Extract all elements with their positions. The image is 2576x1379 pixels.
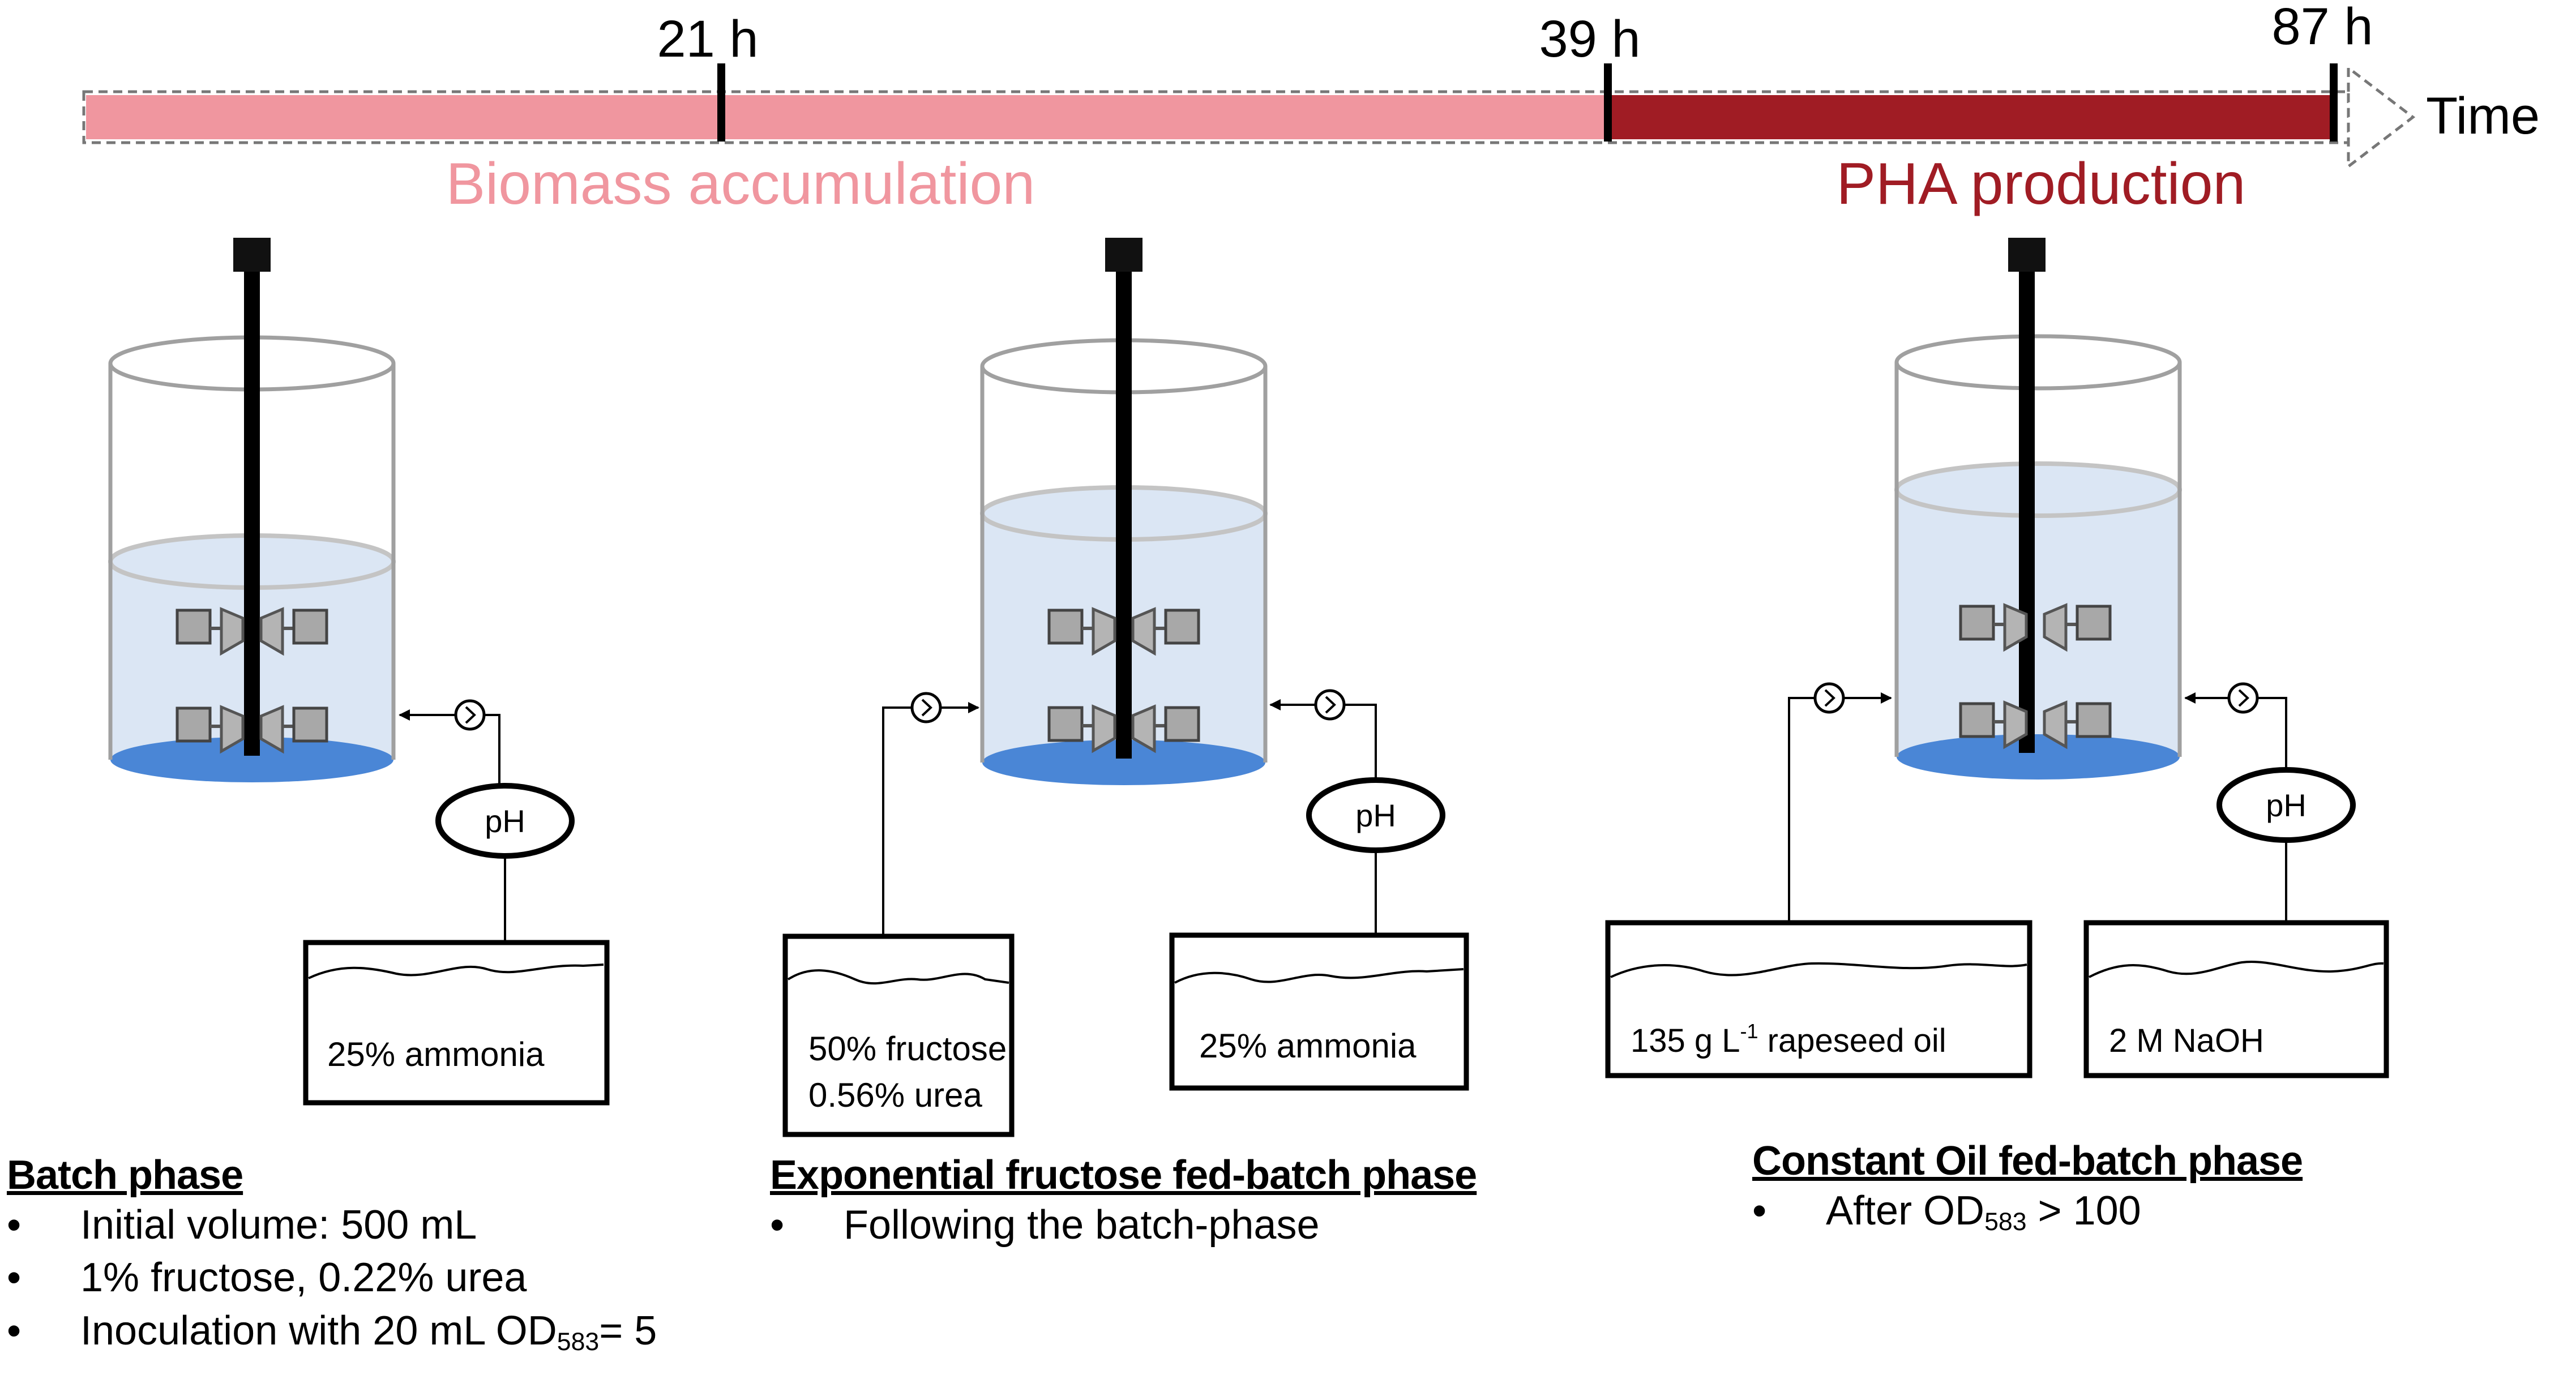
bullet-item: Initial volume: 500 mL: [7, 1199, 771, 1252]
feed-tank-oil-level: [1610, 962, 2027, 978]
fructose-pump-symbol: [921, 699, 932, 717]
bullet-item: Following the batch-phase: [770, 1199, 1676, 1252]
stage-label-pha: PHA production: [1837, 151, 2246, 217]
ph-label: pH: [2266, 787, 2307, 823]
stirrer-shaft: [2019, 272, 2035, 753]
stirrer-shaft: [1116, 272, 1132, 759]
feed-tank-fructose-urea: [782, 933, 1015, 1137]
ph-line: [2258, 697, 2287, 776]
stirrer-motor: [233, 238, 271, 272]
timeline-biomass-bar: [86, 95, 1604, 139]
oil-pump-icon: [1813, 682, 1845, 714]
feed-tank-naoh-label: 2 M NaOH: [2109, 1022, 2264, 1059]
ph-pump-icon: [1314, 689, 1346, 721]
feed-tank-urea-label: 0.56% urea: [808, 1076, 983, 1114]
ph-label: pH: [1355, 798, 1396, 833]
oil-pump-symbol: [1824, 689, 1835, 707]
reactor-oil: pH 135 g L-1 rapeseed oil 2 M NaOH: [1605, 238, 2389, 1078]
subscript: 583: [1984, 1207, 2027, 1236]
feed-tank-oil: [1605, 920, 2032, 1078]
timeline-pha-bar: [1611, 95, 2330, 139]
phase-bullets: After OD583 > 100: [1752, 1185, 2545, 1238]
feed-tank-ammonia-label: 25% ammonia: [1199, 1027, 1417, 1065]
stage-label-biomass: Biomass accumulation: [446, 151, 1035, 217]
feed-tank-ammonia-level: [1174, 968, 1464, 984]
fructose-feed-line: [882, 706, 912, 936]
reactor-exponential: pH 50% fructose 0.56% urea 25% ammonia: [782, 238, 1469, 1137]
phase-title: Batch phase: [7, 1153, 243, 1198]
marker-label-39h: 39 h: [1539, 10, 1640, 68]
unit-exponent: -1: [1740, 1020, 1758, 1043]
timeline-arrow-head: [2347, 65, 2416, 170]
phase-bullets: Following the batch-phase: [770, 1199, 1676, 1252]
phase-title: Exponential fructose fed-batch phase: [770, 1153, 1477, 1198]
bullet-item: Inoculation with 20 mL OD583= 5: [7, 1305, 771, 1358]
ph-pump-symbol: [1325, 696, 1336, 714]
reactor-batch: pH 25% ammonia: [108, 238, 610, 1106]
phase-oil: Constant Oil fed-batch phase After OD583…: [1752, 1138, 2545, 1237]
oil-feed-line: [1788, 697, 1815, 923]
stirrer-motor: [1105, 238, 1142, 272]
vessel-bottom-fluid: [982, 740, 1265, 785]
phase-title: Constant Oil fed-batch phase: [1752, 1138, 2303, 1184]
feed-tank-fructose-level: [787, 969, 1009, 985]
vessel-liquid: [1897, 464, 2180, 776]
feed-tank-ammonia-label: 25% ammonia: [327, 1035, 545, 1073]
fructose-pump-icon: [910, 692, 942, 723]
vessel-bottom-fluid: [110, 737, 393, 782]
ph-label: pH: [485, 803, 525, 839]
vessel-rim: [1894, 334, 2182, 391]
subscript: 583: [557, 1327, 600, 1356]
feed-tank-fructose-label: 50% fructose: [808, 1030, 1007, 1068]
phase-exponential: Exponential fructose fed-batch phase Fol…: [770, 1152, 1676, 1252]
stirrer-motor: [2008, 238, 2046, 272]
ph-pump-symbol: [2238, 689, 2249, 707]
ph-line: [1345, 704, 1377, 787]
pump-icon: [454, 699, 486, 731]
pump-symbol: [465, 706, 476, 724]
feed-tank-naoh-level: [2089, 961, 2384, 978]
bullet-item: 1% fructose, 0.22% urea: [7, 1252, 771, 1305]
feed-tank-ammonia: [1169, 932, 1469, 1091]
marker-label-21h: 21 h: [657, 10, 758, 68]
bullet-item: After OD583 > 100: [1752, 1185, 2545, 1238]
phase-batch: Batch phase Initial volume: 500 mL 1% fr…: [7, 1152, 771, 1358]
timeline: 21 h 39 h 87 h Time Biomass accumulation…: [82, 0, 2540, 217]
feed-tank-oil-label: 135 g L-1 rapeseed oil: [1631, 1020, 1946, 1059]
phase-bullets: Initial volume: 500 mL 1% fructose, 0.22…: [7, 1199, 771, 1358]
marker-label-87h: 87 h: [2271, 0, 2373, 55]
feed-tank-ammonia-level: [308, 963, 604, 979]
ph-line: [484, 714, 500, 787]
time-axis-label: Time: [2426, 87, 2540, 145]
feed-tank-naoh: [2083, 920, 2389, 1078]
vessel-bottom-fluid: [1897, 734, 2180, 780]
stirrer-shaft: [244, 272, 260, 756]
ph-pump-icon: [2227, 682, 2259, 714]
